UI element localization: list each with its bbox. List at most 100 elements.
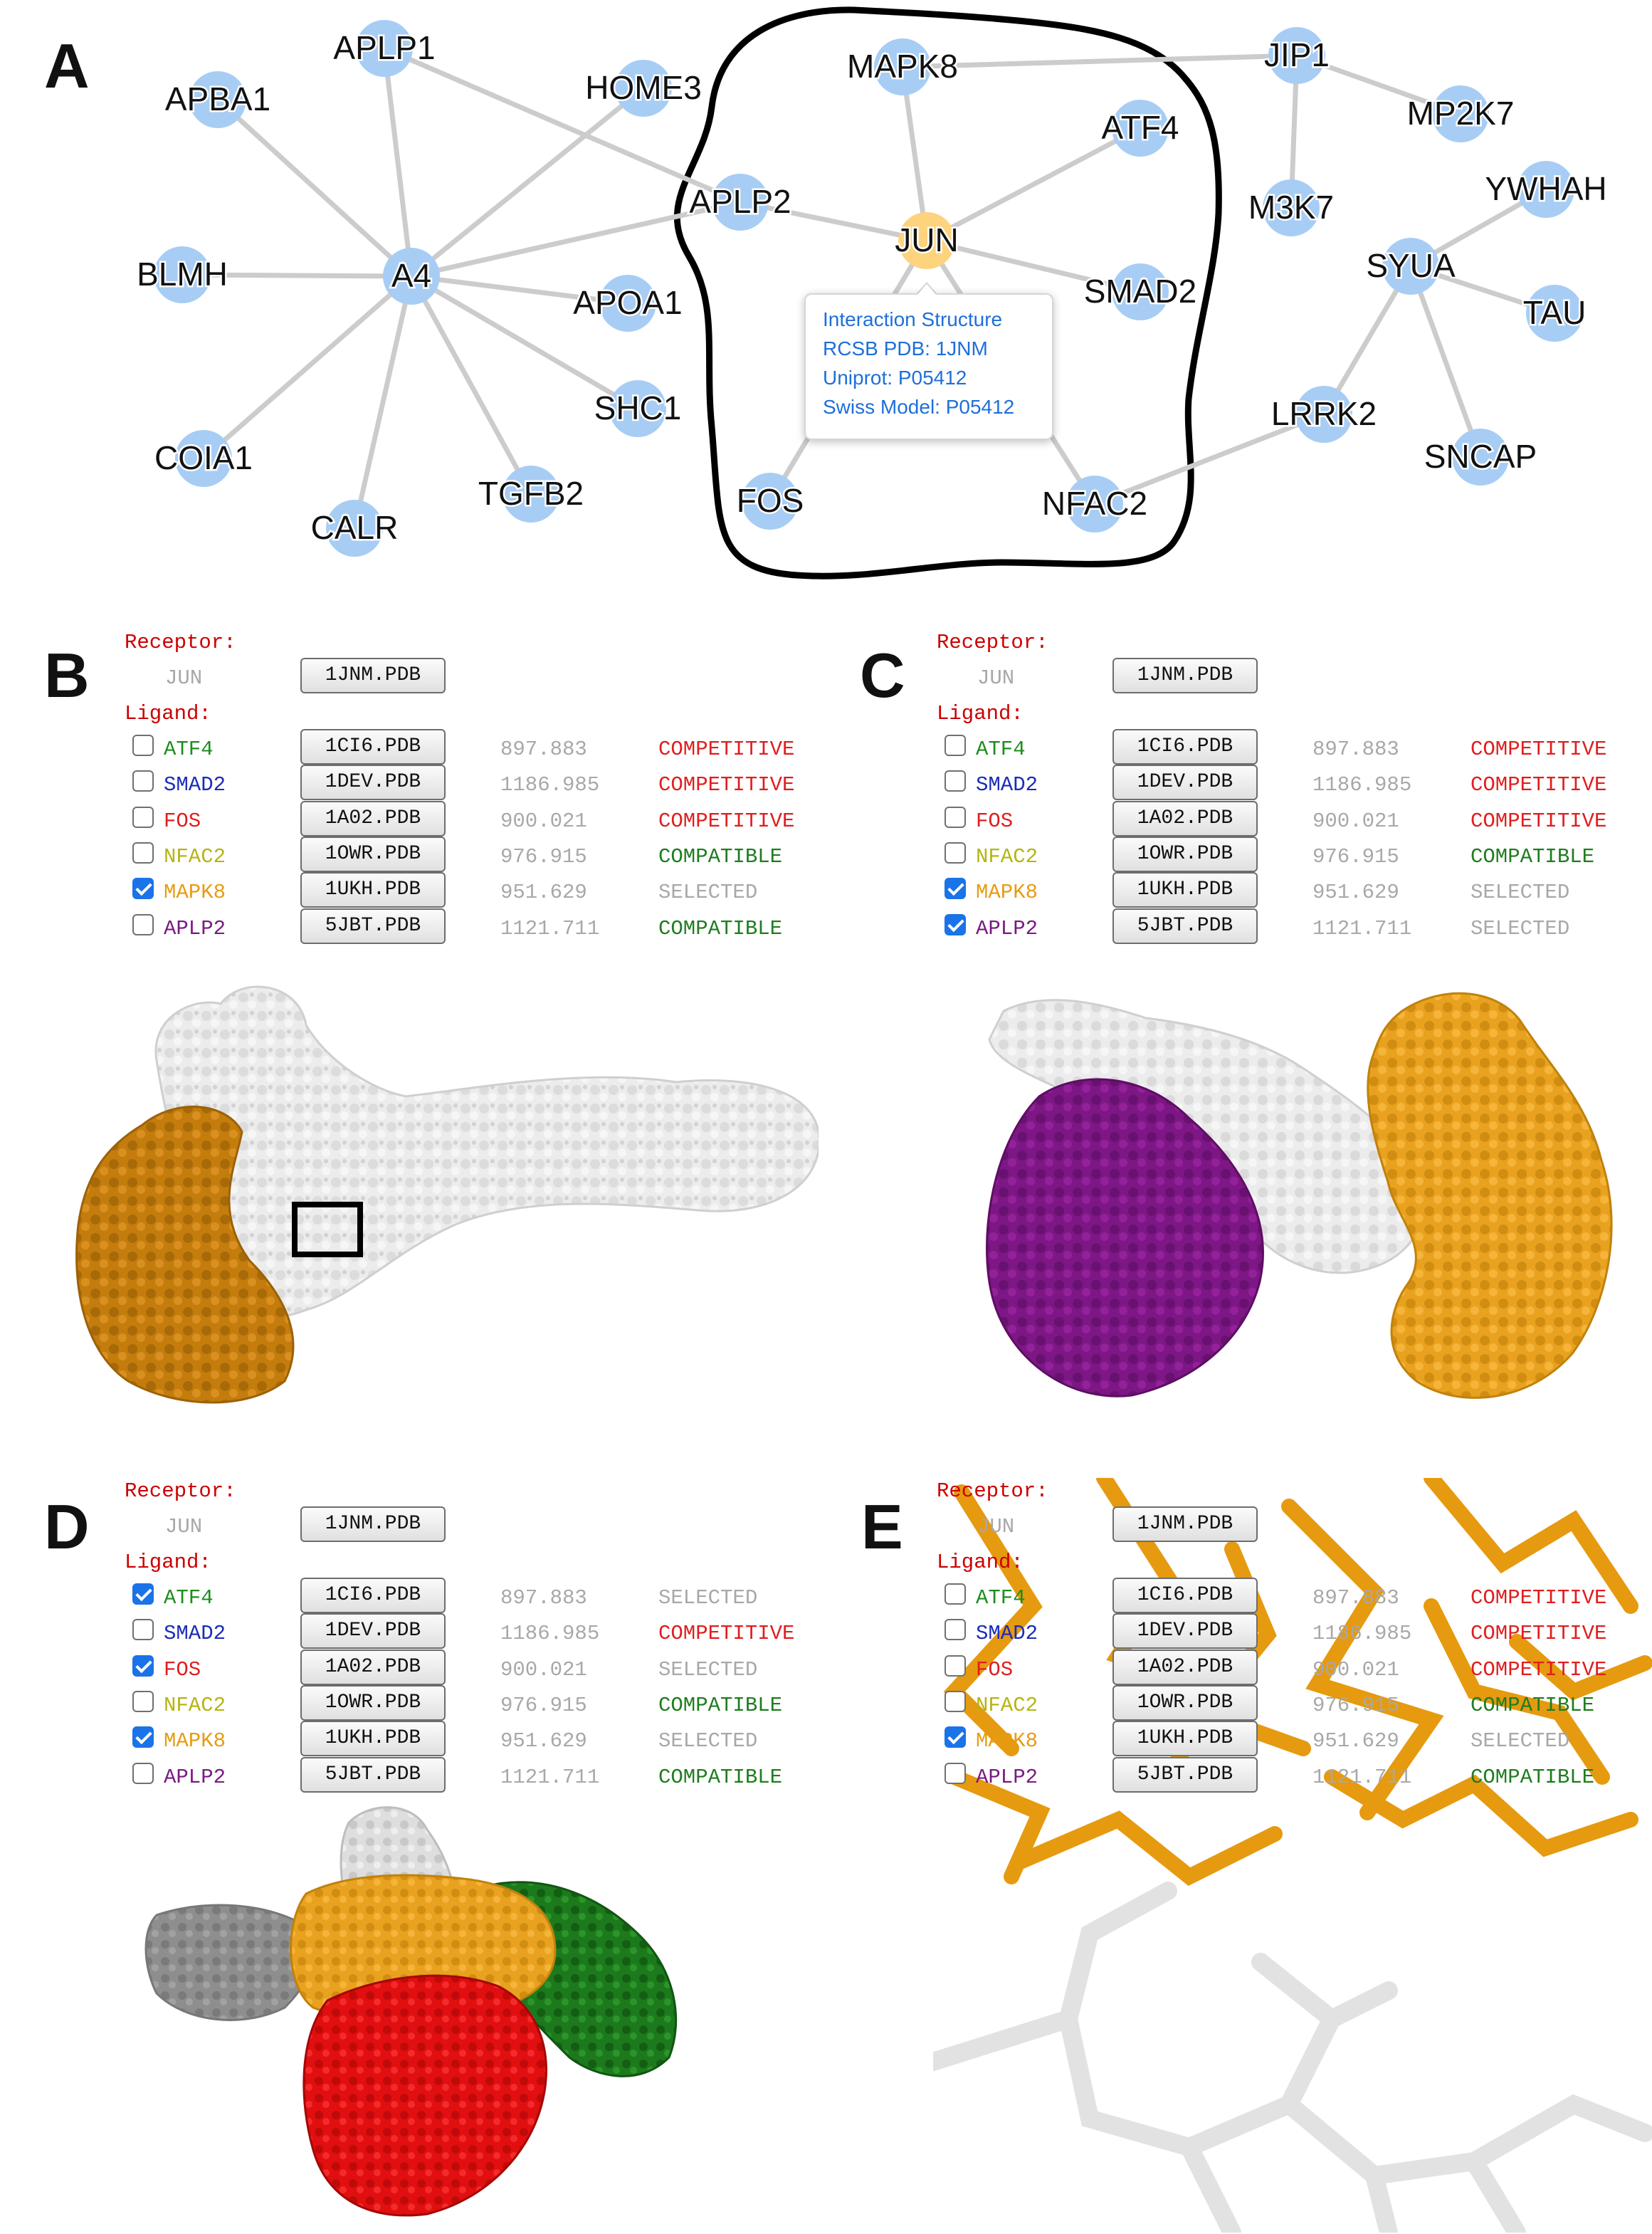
ligand-checkbox-aplp2[interactable] xyxy=(132,1762,154,1784)
node-circle[interactable] xyxy=(742,473,799,530)
tooltip-title[interactable]: Interaction Structure xyxy=(823,308,1003,330)
ligand-pdb-button-smad2[interactable]: 1DEV.PDB xyxy=(1112,765,1258,801)
ligand-pdb-button-fos[interactable]: 1A02.PDB xyxy=(1112,800,1258,837)
ligand-checkbox-smad2[interactable] xyxy=(945,770,966,792)
node-circle[interactable] xyxy=(1112,263,1169,320)
ligand-pdb-button-nfac2[interactable]: 1OWR.PDB xyxy=(300,836,446,872)
network-node-tgfb2[interactable]: TGFB2 xyxy=(476,466,586,523)
ligand-pdb-button-mapk8[interactable]: 1UKH.PDB xyxy=(1112,872,1258,908)
ligand-checkbox-atf4[interactable] xyxy=(945,1583,966,1605)
node-circle[interactable] xyxy=(898,212,955,269)
node-circle[interactable] xyxy=(189,71,246,128)
network-node-apba1[interactable]: APBA1 xyxy=(163,71,273,128)
ligand-pdb-button-atf4[interactable]: 1CI6.PDB xyxy=(300,729,446,765)
network-node-lrrk2[interactable]: LRRK2 xyxy=(1269,386,1379,443)
ligand-checkbox-nfac2[interactable] xyxy=(945,1690,966,1712)
network-node-mapk8[interactable]: MAPK8 xyxy=(846,38,959,95)
ligand-checkbox-aplp2[interactable] xyxy=(945,913,966,935)
ligand-checkbox-aplp2[interactable] xyxy=(945,1762,966,1784)
network-node-atf4[interactable]: ATF4 xyxy=(1100,100,1181,157)
node-circle[interactable] xyxy=(609,380,666,437)
node-circle[interactable] xyxy=(615,60,672,117)
node-circle[interactable] xyxy=(383,248,440,305)
node-circle[interactable] xyxy=(1452,429,1509,486)
tooltip-uniprot-link[interactable]: Uniprot: P05412 xyxy=(823,367,967,389)
ligand-pdb-button-mapk8[interactable]: 1UKH.PDB xyxy=(1112,1721,1258,1757)
node-circle[interactable] xyxy=(599,275,656,332)
ligand-checkbox-nfac2[interactable] xyxy=(132,841,154,864)
node-circle[interactable] xyxy=(154,246,211,303)
ligand-pdb-button-atf4[interactable]: 1CI6.PDB xyxy=(1112,1578,1258,1613)
node-circle[interactable] xyxy=(326,500,383,557)
ligand-checkbox-fos[interactable] xyxy=(132,1654,154,1677)
ligand-checkbox-mapk8[interactable] xyxy=(132,878,154,900)
ligand-pdb-button-aplp2[interactable]: 5JBT.PDB xyxy=(1112,908,1258,944)
node-circle[interactable] xyxy=(1526,285,1583,342)
ligand-checkbox-fos[interactable] xyxy=(132,806,154,828)
ligand-pdb-button-atf4[interactable]: 1CI6.PDB xyxy=(300,1578,446,1613)
ligand-pdb-button-nfac2[interactable]: 1OWR.PDB xyxy=(1112,1684,1258,1721)
network-node-calr[interactable]: CALR xyxy=(309,500,400,557)
ligand-checkbox-fos[interactable] xyxy=(945,806,966,828)
network-node-apoa1[interactable]: APOA1 xyxy=(572,275,684,332)
ligand-checkbox-smad2[interactable] xyxy=(132,1619,154,1641)
node-circle[interactable] xyxy=(712,174,769,231)
network-node-nfac2[interactable]: NFAC2 xyxy=(1040,476,1149,533)
network-node-sncap[interactable]: SNCAP xyxy=(1422,429,1539,486)
ligand-checkbox-mapk8[interactable] xyxy=(945,878,966,900)
network-node-a4[interactable]: A4 xyxy=(383,248,440,305)
ligand-pdb-button-aplp2[interactable]: 5JBT.PDB xyxy=(1112,1756,1258,1793)
ligand-pdb-button-mapk8[interactable]: 1UKH.PDB xyxy=(300,872,446,908)
network-node-m3k7[interactable]: M3K7 xyxy=(1246,179,1336,236)
ligand-checkbox-nfac2[interactable] xyxy=(945,841,966,864)
network-node-syua[interactable]: SYUA xyxy=(1364,238,1457,295)
ligand-checkbox-fos[interactable] xyxy=(945,1654,966,1677)
ligand-checkbox-mapk8[interactable] xyxy=(132,1726,154,1748)
ligand-checkbox-smad2[interactable] xyxy=(945,1619,966,1641)
network-node-coia1[interactable]: COIA1 xyxy=(152,430,255,487)
node-circle[interactable] xyxy=(1112,100,1169,157)
ligand-pdb-button-nfac2[interactable]: 1OWR.PDB xyxy=(1112,836,1258,872)
network-node-fos[interactable]: FOS xyxy=(735,473,806,530)
node-circle[interactable] xyxy=(1295,386,1352,443)
ligand-pdb-button-smad2[interactable]: 1DEV.PDB xyxy=(300,765,446,801)
node-circle[interactable] xyxy=(503,466,559,523)
network-node-smad2[interactable]: SMAD2 xyxy=(1082,263,1199,320)
ligand-pdb-button-smad2[interactable]: 1DEV.PDB xyxy=(1112,1613,1258,1650)
receptor-pdb-button[interactable]: 1JNM.PDB xyxy=(1112,1506,1258,1542)
ligand-pdb-button-fos[interactable]: 1A02.PDB xyxy=(300,1649,446,1685)
ligand-checkbox-nfac2[interactable] xyxy=(132,1690,154,1712)
receptor-pdb-button[interactable]: 1JNM.PDB xyxy=(300,1506,446,1542)
ligand-checkbox-smad2[interactable] xyxy=(132,770,154,792)
ligand-pdb-button-mapk8[interactable]: 1UKH.PDB xyxy=(300,1721,446,1757)
ligand-pdb-button-atf4[interactable]: 1CI6.PDB xyxy=(1112,729,1258,765)
node-circle[interactable] xyxy=(1066,476,1123,533)
network-node-shc1[interactable]: SHC1 xyxy=(592,380,683,437)
tooltip-swissmodel-link[interactable]: Swiss Model: P05412 xyxy=(823,396,1015,418)
node-circle[interactable] xyxy=(1432,85,1489,142)
ligand-checkbox-atf4[interactable] xyxy=(945,735,966,756)
node-circle[interactable] xyxy=(1268,27,1325,84)
ligand-checkbox-atf4[interactable] xyxy=(132,1583,154,1605)
ligand-pdb-button-fos[interactable]: 1A02.PDB xyxy=(1112,1649,1258,1685)
node-circle[interactable] xyxy=(1517,161,1574,218)
receptor-pdb-button[interactable]: 1JNM.PDB xyxy=(300,658,446,693)
ligand-checkbox-aplp2[interactable] xyxy=(132,913,154,935)
tooltip-rcsb-link[interactable]: RCSB PDB: 1JNM xyxy=(823,337,988,360)
network-node-mp2k7[interactable]: MP2K7 xyxy=(1405,85,1516,142)
network-node-home3[interactable]: HOME3 xyxy=(584,60,703,117)
node-circle[interactable] xyxy=(356,20,413,77)
node-circle[interactable] xyxy=(1263,179,1320,236)
ligand-pdb-button-smad2[interactable]: 1DEV.PDB xyxy=(300,1613,446,1650)
network-node-tau[interactable]: TAU xyxy=(1521,285,1588,342)
node-circle[interactable] xyxy=(1382,238,1439,295)
ligand-checkbox-mapk8[interactable] xyxy=(945,1726,966,1748)
node-circle[interactable] xyxy=(874,38,931,95)
network-node-blmh[interactable]: BLMH xyxy=(135,246,229,303)
network-node-jip1[interactable]: JIP1 xyxy=(1262,27,1332,84)
ligand-pdb-button-fos[interactable]: 1A02.PDB xyxy=(300,800,446,837)
network-node-aplp1[interactable]: APLP1 xyxy=(332,20,437,77)
ligand-checkbox-atf4[interactable] xyxy=(132,735,154,756)
ligand-pdb-button-aplp2[interactable]: 5JBT.PDB xyxy=(300,1756,446,1793)
network-node-ywhah[interactable]: YWHAH xyxy=(1483,161,1609,218)
